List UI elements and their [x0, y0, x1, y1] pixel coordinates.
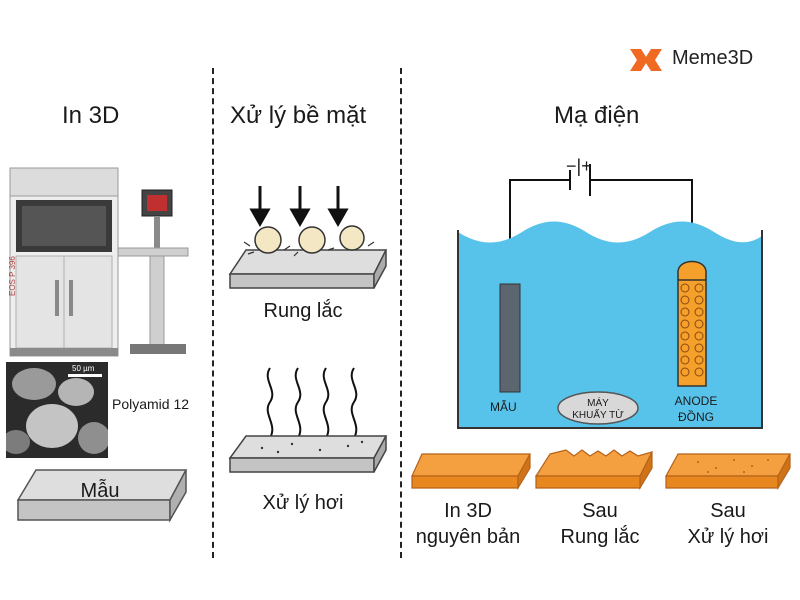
divider-right: [400, 68, 402, 558]
section-title-plating: Mạ điện: [554, 102, 640, 129]
sem-micrograph: 50 µm: [6, 362, 108, 458]
result-2-line1: Sau: [582, 500, 618, 522]
vibration-illustration: [228, 186, 388, 289]
material-label: Polyamid 12: [112, 396, 190, 412]
result-3-line1: Sau: [710, 500, 746, 522]
stirrer-label-line1: MÁY: [587, 398, 609, 409]
divider-left: [212, 68, 214, 558]
result-1-line1: In 3D: [444, 500, 492, 522]
sample-label: Mẫu: [80, 480, 120, 502]
brand-logo: Meme3D: [628, 44, 778, 78]
section-title-print: In 3D: [62, 102, 120, 129]
anode-label-line1: ANODE: [674, 394, 718, 408]
section-title-surface: Xử lý bề mặt: [230, 102, 367, 129]
polarity-label: −|+: [566, 156, 592, 176]
vapor-illustration: [228, 367, 388, 473]
step-vapor-label: Xử lý hơi: [262, 492, 344, 514]
result-3-line2: Xử lý hơi: [687, 526, 769, 548]
electroplating-tank: [457, 164, 763, 429]
step-vibration-label: Rung lắc: [263, 300, 343, 322]
tank-sample-label: MẪU: [490, 400, 517, 414]
3d-printer-illustration: [9, 167, 189, 357]
meme3d-logo-icon: [630, 49, 662, 71]
result-1-line2: nguyên bản: [415, 526, 521, 548]
printer-model-label: EOS P 396: [8, 256, 17, 296]
anode-label-line2: ĐỒNG: [678, 410, 714, 424]
brand-name: Meme3D: [672, 47, 754, 69]
scale-bar-label: 50 µm: [72, 364, 95, 373]
result-2-line2: Rung lắc: [560, 526, 640, 548]
stirrer-label-line2: KHUẤY TỪ: [572, 410, 624, 421]
sample-slab: [16, 469, 188, 523]
result-slabs: [411, 449, 792, 491]
